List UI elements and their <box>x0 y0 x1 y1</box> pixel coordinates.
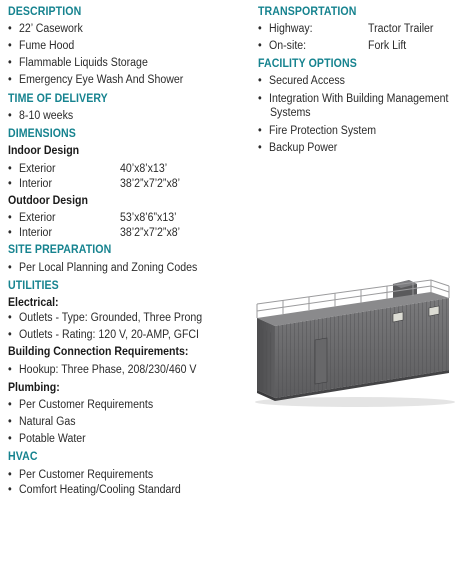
hvac-item: Comfort Heating/Cooling Standard <box>8 484 181 496</box>
facility-item: Secured Access <box>258 75 345 87</box>
description-heading: DESCRIPTION <box>8 6 82 18</box>
indoor-interior-value: 38’2”x7’2”x8’ <box>120 178 180 190</box>
description-item: Flammable Liquids Storage <box>8 57 148 69</box>
indoor-design-title: Indoor Design <box>8 145 80 157</box>
electrical-item: Outlets - Rating: 120 V, 20-AMP, GFCI <box>8 329 199 341</box>
electrical-title: Electrical: <box>8 297 59 309</box>
utilities-heading: UTILITIES <box>8 280 59 292</box>
description-item: 22’ Casework <box>8 23 83 35</box>
outdoor-exterior-value: 53’x8’6”x13’ <box>120 212 177 224</box>
transport-highway-value: Tractor Trailer <box>368 23 434 35</box>
outdoor-design-title: Outdoor Design <box>8 195 88 207</box>
facility-options-heading: FACILITY OPTIONS <box>258 58 357 70</box>
modular-lab-container-image <box>255 279 455 407</box>
transport-onsite-label: On-site: <box>258 40 306 52</box>
description-item: Emergency Eye Wash And Shower <box>8 74 183 86</box>
delivery-item: 8-10 weeks <box>8 110 73 122</box>
indoor-exterior-label: Exterior <box>8 163 55 175</box>
facility-item-continuation: Systems <box>270 107 311 119</box>
delivery-heading: TIME OF DELIVERY <box>8 93 108 105</box>
plumbing-item: Natural Gas <box>8 416 75 428</box>
description-item: Fume Hood <box>8 40 74 52</box>
plumbing-item: Potable Water <box>8 433 86 445</box>
transport-onsite-value: Fork Lift <box>368 40 407 52</box>
facility-item: Fire Protection System <box>258 125 376 137</box>
plumbing-title: Plumbing: <box>8 382 60 394</box>
plumbing-item: Per Customer Requirements <box>8 399 153 411</box>
transport-highway-label: Highway: <box>258 23 313 35</box>
hvac-item: Per Customer Requirements <box>8 469 153 481</box>
electrical-item: Outlets - Type: Grounded, Three Prong <box>8 312 202 324</box>
facility-item: Integration With Building Management <box>258 93 448 105</box>
indoor-exterior-value: 40’x8’x13’ <box>120 163 168 175</box>
site-preparation-heading: SITE PREPARATION <box>8 244 112 256</box>
site-item: Per Local Planning and Zoning Codes <box>8 262 197 274</box>
dimensions-heading: DIMENSIONS <box>8 128 76 140</box>
outdoor-interior-value: 38’2”x7’2”x8’ <box>120 227 180 239</box>
facility-item: Backup Power <box>258 142 337 154</box>
indoor-interior-label: Interior <box>8 178 52 190</box>
building-connection-title: Building Connection Requirements: <box>8 346 189 358</box>
transportation-heading: TRANSPORTATION <box>258 6 357 18</box>
outdoor-exterior-label: Exterior <box>8 212 55 224</box>
building-connection-item: Hookup: Three Phase, 208/230/460 V <box>8 364 196 376</box>
hvac-heading: HVAC <box>8 451 38 463</box>
outdoor-interior-label: Interior <box>8 227 52 239</box>
